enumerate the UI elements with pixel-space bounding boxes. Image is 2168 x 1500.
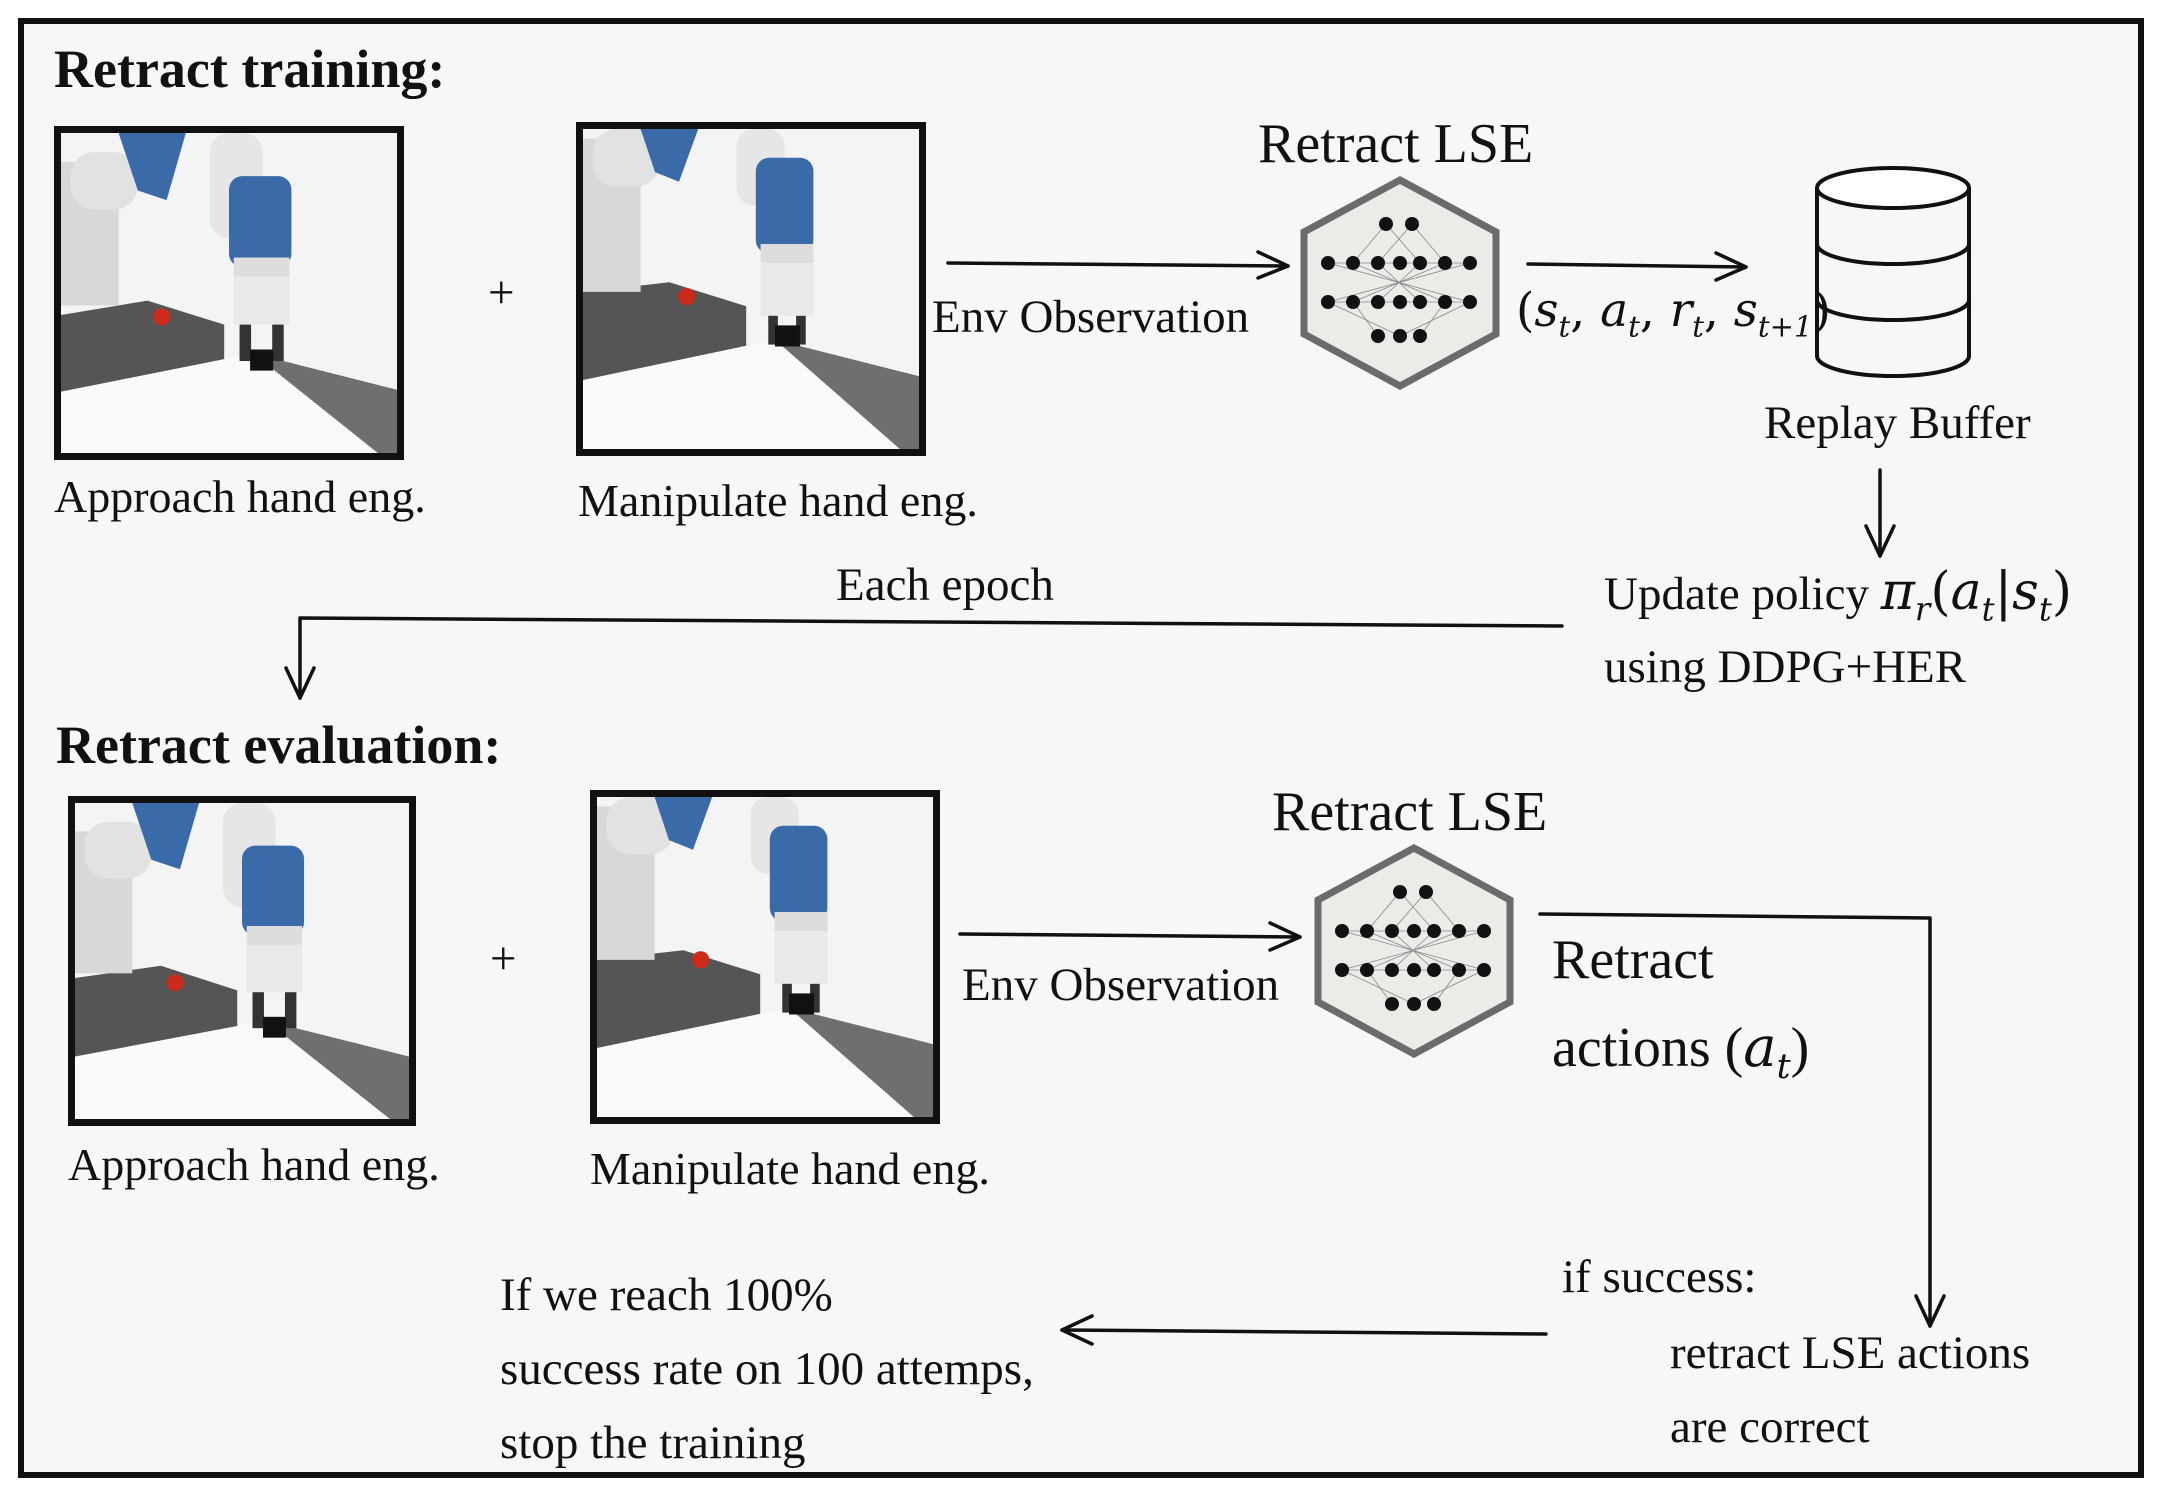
replay-buffer-label: Replay Buffer xyxy=(1764,397,2031,449)
correct-line2: are correct xyxy=(1670,1401,1870,1453)
database-icon xyxy=(1815,166,1971,378)
approach-caption-evaluation: Approach hand eng. xyxy=(68,1139,440,1190)
approach-caption-training: Approach hand eng. xyxy=(54,471,426,522)
env-observation-training: Env Observation xyxy=(932,291,1250,343)
arrow-actions-to-success xyxy=(1538,912,1946,1328)
manipulate-hand-image-evaluation xyxy=(590,790,940,1124)
neural-network-hexagon-evaluation xyxy=(1314,844,1514,1058)
arrow-env-to-lse-evaluation xyxy=(958,921,1302,952)
arrow-buffer-to-update xyxy=(1864,468,1896,558)
arrow-each-epoch xyxy=(284,616,1564,700)
stop-line1: If we reach 100% xyxy=(500,1269,833,1321)
training-heading: Retract training: xyxy=(54,39,446,99)
stop-line3: stop the training xyxy=(500,1417,806,1469)
env-observation-evaluation: Env Observation xyxy=(962,959,1280,1011)
retract-actions-line2: actions (at) xyxy=(1552,1015,1810,1088)
manipulate-hand-image-training xyxy=(576,122,926,456)
using-ddpg-her-label: using DDPG+HER xyxy=(1604,641,1967,693)
transition-tuple: (st, at, rt, st+1) xyxy=(1516,283,1831,344)
plus-sign-evaluation: + xyxy=(490,933,517,985)
each-epoch-label: Each epoch xyxy=(836,559,1054,611)
neural-network-hexagon-training xyxy=(1300,176,1500,390)
evaluation-heading: Retract evaluation: xyxy=(56,715,502,775)
manipulate-caption-training: Manipulate hand eng. xyxy=(578,475,978,526)
arrow-env-to-lse-training xyxy=(946,250,1290,280)
arrow-lse-to-buffer xyxy=(1526,251,1748,282)
retract-actions-line1: Retract xyxy=(1552,929,1714,991)
lse-title-training: Retract LSE xyxy=(1258,113,1534,175)
update-policy-label: Update policy πr(at|st) xyxy=(1604,562,2073,629)
lse-title-evaluation: Retract LSE xyxy=(1272,781,1548,843)
arrow-success-to-stop xyxy=(1060,1314,1548,1346)
approach-hand-image-training xyxy=(54,126,404,460)
manipulate-caption-evaluation: Manipulate hand eng. xyxy=(590,1143,990,1194)
correct-line1: retract LSE actions xyxy=(1670,1327,2031,1379)
if-success-label: if success: xyxy=(1562,1251,1757,1303)
approach-hand-image-evaluation xyxy=(68,796,416,1126)
stop-line2: success rate on 100 attemps, xyxy=(500,1343,1034,1395)
plus-sign-training: + xyxy=(488,267,515,319)
